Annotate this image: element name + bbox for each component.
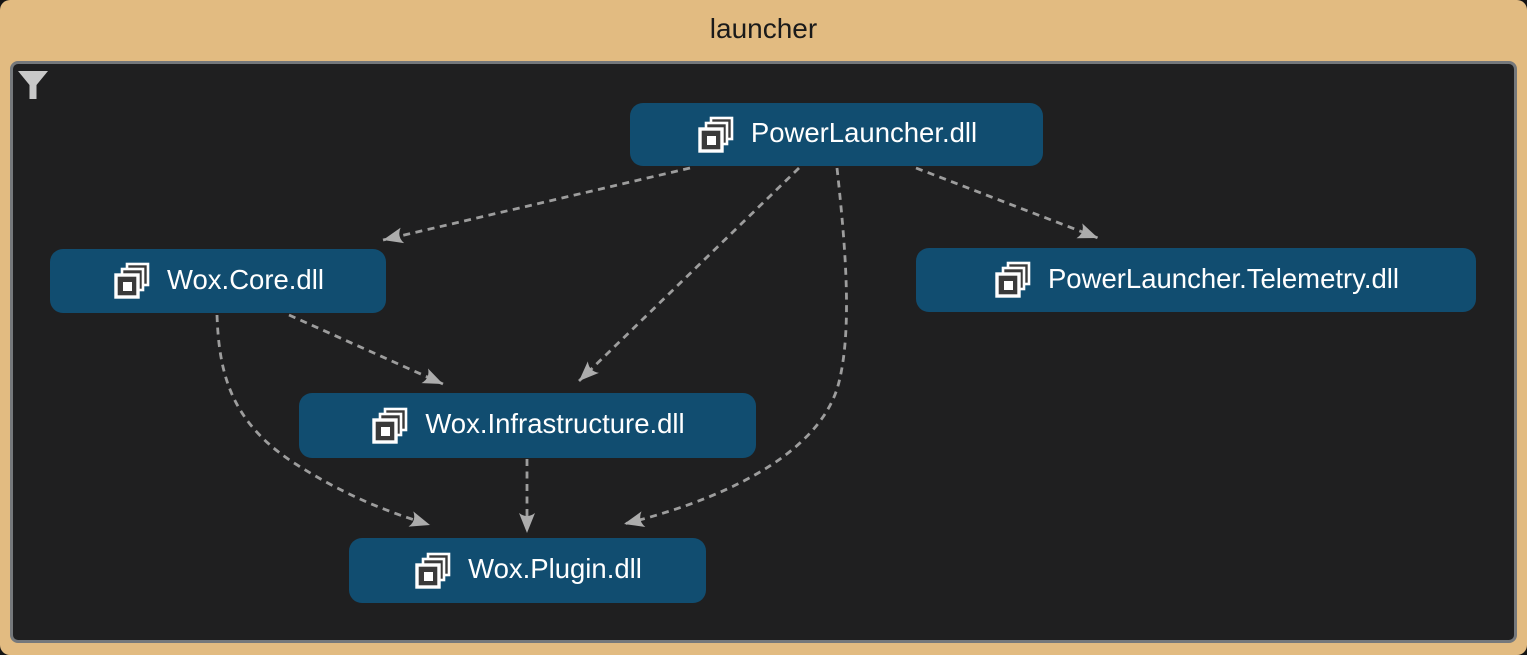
node-label: PowerLauncher.Telemetry.dll xyxy=(1047,262,1400,294)
filter-icon[interactable] xyxy=(17,69,49,101)
node-label: Wox.Plugin.dll xyxy=(468,553,642,584)
assembly-icon xyxy=(993,260,1033,300)
assembly-icon xyxy=(696,115,736,155)
node-label: Wox.Core.dll xyxy=(167,263,324,295)
assembly-icon xyxy=(370,406,410,446)
assembly-icon-glyph xyxy=(114,262,150,299)
dependency-edge-powerlauncher-to-wox-infrastructure[interactable] xyxy=(578,166,800,383)
graph-node-powerlauncher[interactable]: PowerLauncher.dll xyxy=(630,103,1043,166)
assembly-icon xyxy=(413,551,453,591)
graph-node-powerlauncher-telemetry[interactable]: PowerLauncher.Telemetry.dll xyxy=(916,248,1476,312)
assembly-icon-glyph xyxy=(372,407,408,444)
assembly-icon-glyph xyxy=(698,116,734,153)
dependency-edge-powerlauncher-to-wox-plugin[interactable] xyxy=(623,167,848,527)
assembly-icon xyxy=(112,261,152,301)
group-title: launcher xyxy=(709,13,818,44)
funnel-icon-glyph xyxy=(18,71,48,99)
assembly-icon-glyph xyxy=(415,552,451,589)
graph-node-wox-infrastructure[interactable]: Wox.Infrastructure.dll xyxy=(299,393,756,458)
dependency-edge-powerlauncher-to-wox-core[interactable] xyxy=(382,166,691,244)
graph-node-wox-plugin[interactable]: Wox.Plugin.dll xyxy=(349,538,706,603)
assembly-icon-glyph xyxy=(995,261,1031,298)
dependency-edge-wox-core-to-wox-plugin[interactable] xyxy=(215,314,431,527)
dependency-edge-wox-core-to-wox-infrastructure[interactable] xyxy=(288,313,444,386)
graph-node-wox-core[interactable]: Wox.Core.dll xyxy=(50,249,386,313)
node-label: Wox.Infrastructure.dll xyxy=(425,408,685,439)
node-label: PowerLauncher.dll xyxy=(750,117,978,148)
